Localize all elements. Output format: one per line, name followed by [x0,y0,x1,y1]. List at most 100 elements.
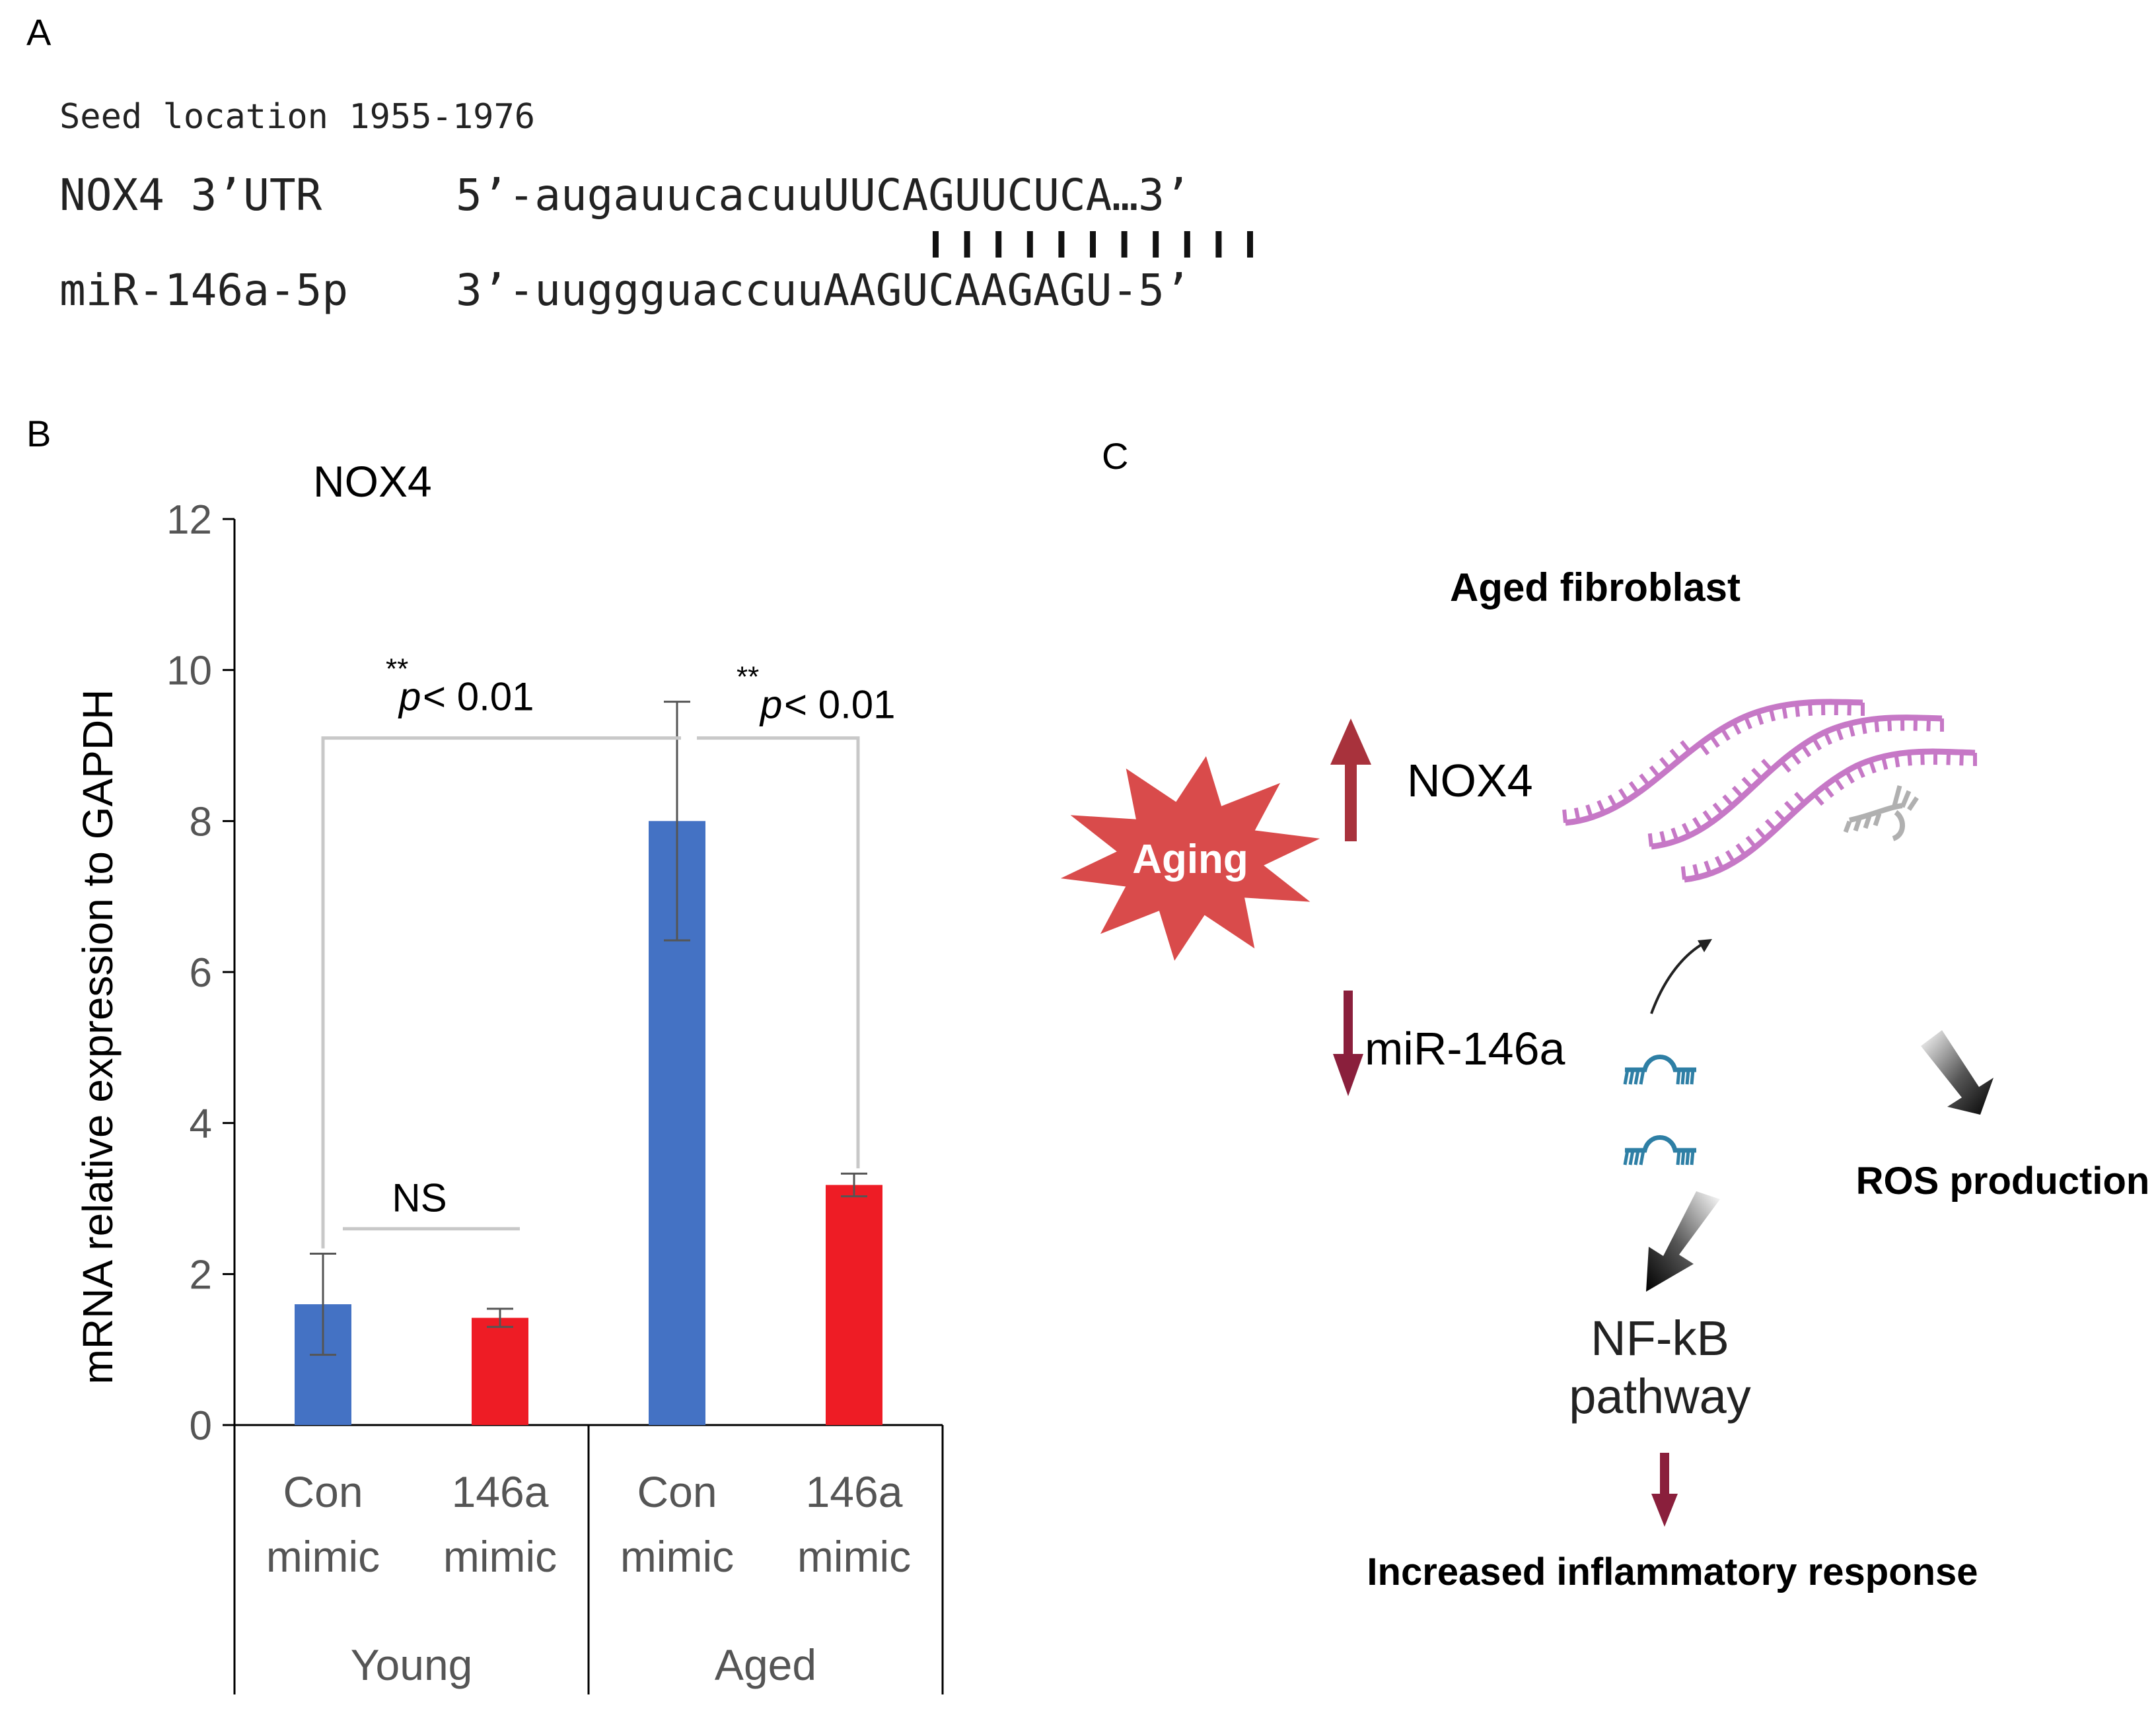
mrna-base-tick [1811,737,1822,751]
target-label: NOX4 3’UTR [59,170,322,221]
base-pair-mark [1026,231,1033,258]
y-axis-label: mRNA relative expression to GAPDH [74,689,122,1385]
y-tick-label: 6 [190,950,212,996]
mirna-suffix: -5’ [1112,265,1190,316]
bar-chart: 024681012Conmimic146amimicConmimic146ami… [166,497,944,1694]
mirna-icons [1623,1055,1696,1166]
mrna-base-tick [1784,800,1797,814]
panel-label-b: B [26,413,51,454]
mrna-base-tick [1745,835,1757,849]
mir-down-arrow [1333,991,1363,1096]
bar [472,1317,528,1425]
mrna-base-tick [1680,740,1692,753]
group-label: Aged [715,1640,816,1689]
significance-value: < 0.01 [423,675,534,719]
mrna-base-tick [1856,764,1865,779]
inflammation-label: Increased inflammatory response [1367,1551,1978,1593]
nox4-mrna-strands-icon [1562,699,1977,883]
mrna-base-tick [1720,727,1731,742]
base-pair-marks [933,231,1253,258]
mrna-base-tick [1649,765,1661,779]
y-tick-label: 12 [166,497,212,543]
mrna-base-tick [1756,711,1764,725]
aging-label: Aging [1132,837,1248,882]
mrna-base-tick [1894,753,1900,768]
mrna-base-tick [1639,773,1651,786]
mrna-base-tick [1861,720,1867,734]
mrna-base-tick [1751,767,1764,781]
significance-bracket [321,736,681,1249]
base-pair-mark [995,231,1002,258]
x-tick-label: Con [283,1467,363,1516]
mrna-strand [1651,715,1943,850]
mrna-base-tick [1669,748,1681,761]
mrna-base-tick [1755,827,1768,841]
mrna-strand [1684,748,1976,883]
ros-label: ROS production [1856,1160,2150,1203]
mirna-icon [1623,1135,1696,1166]
x-tick-label: 146a [806,1467,903,1516]
x-tick-label: mimic [443,1532,557,1581]
base-pair-mark [1153,231,1159,258]
nox4-label: NOX4 [1407,755,1533,806]
seed-location-text: Seed location 1955-1976 [59,97,535,137]
significance-stars: ** [386,653,408,685]
mrna-base-tick [1807,702,1813,716]
mrna-base-tick [1725,850,1736,864]
up-arrow-head [1330,718,1371,765]
mrna-base-tick [1926,718,1931,732]
mrna-base-tick [1659,757,1671,770]
mrna-base-tick [1835,726,1844,741]
mrna-base-tick [1671,827,1679,842]
base-pair-mark [1121,231,1128,258]
mrna-base-tick [1764,818,1777,831]
base-pair-mark [1058,231,1065,258]
binding-arrow-icon [1650,939,1712,1014]
mrna-base-tick [1881,756,1888,770]
mrna-base-tick [1833,777,1845,790]
mrna-base-tick [1712,802,1724,816]
mrna-base-tick [1702,810,1714,823]
significance-p: p [398,675,421,719]
mrna-base-tick [1801,744,1812,757]
mrna-base-tick [1704,860,1712,875]
aging-burst: Aging [1060,756,1320,961]
mrna-base-tick [1585,804,1594,818]
mrna-base-tick [1731,721,1742,735]
diagram-title: Aged fibroblast [1450,565,1741,610]
mrna-base-tick [1847,702,1851,716]
mrna-base-tick [1822,785,1834,798]
x-tick-label: mimic [797,1532,911,1581]
target-prefix: 5’-augauucacuu [456,170,823,221]
mrna-base-tick [1768,707,1776,722]
base-pair-mark [1215,231,1222,258]
mirna-prefix: 3’-uuggguaccuu [456,265,823,316]
mrna-base-tick [1735,843,1747,856]
mrna-base-tick [1781,705,1788,719]
x-tick-label: mimic [266,1532,380,1581]
panel-label-c: C [1102,435,1128,477]
mrna-base-tick [1813,792,1824,806]
base-pair-mark [1184,231,1190,258]
significance-stars: ** [737,661,759,693]
mrna-base-tick [1920,751,1925,765]
mrna-base-tick [1946,751,1951,765]
target-seed: UUCAGUUCUCA [823,170,1112,221]
down-arrow-head [1333,1054,1363,1096]
panel-label-a: A [26,11,52,53]
mrna-base-tick [1848,722,1855,737]
target-sequence-line: NOX4 3’UTR 5’-augauucacuuUUCAGUUCUCA…3’ [59,170,1191,221]
mrna-base-tick [1959,752,1964,766]
ribosome-icon [1843,785,1919,841]
mrna-base-tick [1698,742,1710,755]
mrna-base-tick [1573,807,1581,821]
mrna-base-tick [1887,717,1892,732]
mrna-base-tick [1680,866,1686,880]
mrna-base-tick [1692,817,1703,831]
mrna-base-tick [1628,781,1640,794]
mrna-base-tick [1907,752,1912,766]
mirna-sequence-line: miR-146a-5p 3’-uuggguaccuuAAGUCAAGAGU-5’ [59,265,1191,316]
y-tick-label: 4 [190,1101,212,1147]
significance-p: p [759,683,782,727]
